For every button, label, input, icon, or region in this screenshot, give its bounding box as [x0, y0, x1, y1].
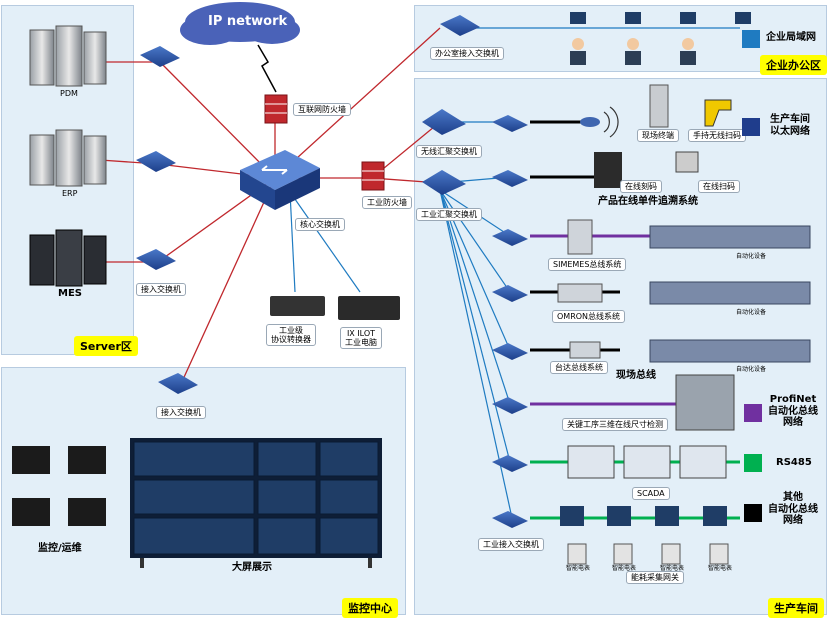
inspection-label: 关键工序三维在线尺寸检测	[562, 418, 668, 432]
office-pc-icon	[570, 12, 751, 24]
server-rack-icon	[29, 25, 107, 87]
monitor-pc-icon	[12, 446, 106, 526]
laser-marker-icon	[594, 152, 622, 188]
access-switch-icon	[136, 15, 528, 528]
equipment-label: 自动化设备	[736, 253, 767, 260]
online-marking-label: 在线刻码	[620, 180, 662, 194]
monitor-zone-tag: 监控中心	[342, 598, 398, 618]
server-rack-icon	[29, 229, 107, 287]
legend-label-profinet: ProfiNet 自动化总线 网络	[768, 394, 818, 428]
server-label-erp: ERP	[62, 189, 78, 198]
robot-arm-icon	[675, 374, 735, 431]
big-screen-label: 大屏展示	[232, 562, 272, 573]
smart-meter-icon	[567, 543, 729, 565]
server-zone-tag: Server区	[74, 336, 138, 356]
cloud-icon	[180, 2, 300, 45]
cloud-label: IP network	[208, 14, 288, 29]
industrial-agg-switch-label: 工业汇聚交换机	[416, 208, 482, 222]
industrial-access-switch-label: 工业接入交换机	[478, 538, 544, 552]
fieldbus-label: 现场总线	[616, 370, 656, 381]
wireless-agg-switch-label: 无线汇聚交换机	[416, 145, 482, 159]
internet-uplink	[257, 44, 277, 93]
smart-meter-label: 智能电表	[612, 565, 637, 572]
industrial-firewall-label: 工业防火墙	[362, 196, 412, 210]
equipment-label: 自动化设备	[736, 366, 767, 373]
siemens-bus-label: SIMEMES总线系统	[548, 258, 627, 272]
server-label-pdm: PDM	[60, 89, 78, 98]
server-label-mes: MES	[58, 288, 82, 299]
plc-icon	[557, 219, 603, 359]
production-zone-tag: 生产车间	[768, 598, 824, 618]
legend-swatch-enterprise-lan	[742, 30, 760, 48]
barcode-reader-icon	[675, 151, 699, 173]
firewall-icon	[361, 161, 385, 191]
scada-label: SCADA	[632, 487, 670, 501]
traceability-label: 产品在线单件追溯系统	[598, 196, 698, 207]
field-terminal-label: 现场终端	[637, 129, 679, 143]
industrial-pc-icon	[338, 296, 400, 320]
firewall-icon	[264, 94, 288, 124]
office-zone-tag: 企业办公区	[760, 55, 827, 75]
internet-firewall-label: 互联网防火墙	[293, 103, 351, 117]
scada-hmi-icon	[567, 445, 727, 479]
production-line-icon	[649, 225, 811, 363]
big-screen-wall-icon	[130, 438, 382, 568]
legend-label-enterprise-lan: 企业局域网	[766, 32, 816, 43]
protocol-converter-icon	[270, 296, 325, 316]
legend-label-rs485: RS485	[776, 457, 812, 468]
smart-meter-label: 智能电表	[566, 565, 591, 572]
server-rack-icon	[29, 129, 107, 187]
smart-meter-label: 智能电表	[660, 565, 685, 572]
legend-swatch-workshop-ethernet	[742, 118, 760, 136]
protocol-converter-label: 工业级 协议转换器	[266, 324, 316, 347]
monitor-access-switch-label: 接入交换机	[156, 406, 206, 420]
ops-label: 监控/运维	[38, 543, 82, 554]
user-icon	[570, 38, 696, 65]
smart-meter-label: 智能电表	[708, 565, 733, 572]
legend-label-other-bus: 其他 自动化总线 网络	[768, 492, 818, 526]
core-switch-label: 核心交换机	[295, 218, 345, 232]
energy-gateway-icon	[560, 506, 727, 526]
industrial-pc-label: IX ILOT 工业电脑	[340, 327, 382, 350]
legend-swatch-other-bus	[744, 504, 762, 522]
delta-bus-label: 台达总线系统	[550, 361, 608, 375]
core-switch-icon	[240, 150, 320, 210]
wireless-ap-icon	[580, 106, 619, 138]
legend-swatch-rs485	[744, 454, 762, 472]
omron-bus-label: OMRON总线系统	[552, 310, 626, 324]
handheld-scanner-label: 手持无线扫码	[688, 129, 746, 143]
office-access-switch-label: 办公室接入交换机	[430, 47, 504, 61]
handheld-scanner-icon	[704, 99, 732, 127]
equipment-label: 自动化设备	[736, 309, 767, 316]
field-terminal-icon	[649, 84, 669, 128]
access-switch-label: 接入交换机	[136, 283, 186, 297]
legend-label-workshop-ethernet: 生产车间 以太网络	[770, 114, 810, 137]
online-scanning-label: 在线扫码	[698, 180, 740, 194]
energy-gateway-label: 能耗采集网关	[626, 571, 684, 585]
legend-swatch-profinet	[744, 404, 762, 422]
